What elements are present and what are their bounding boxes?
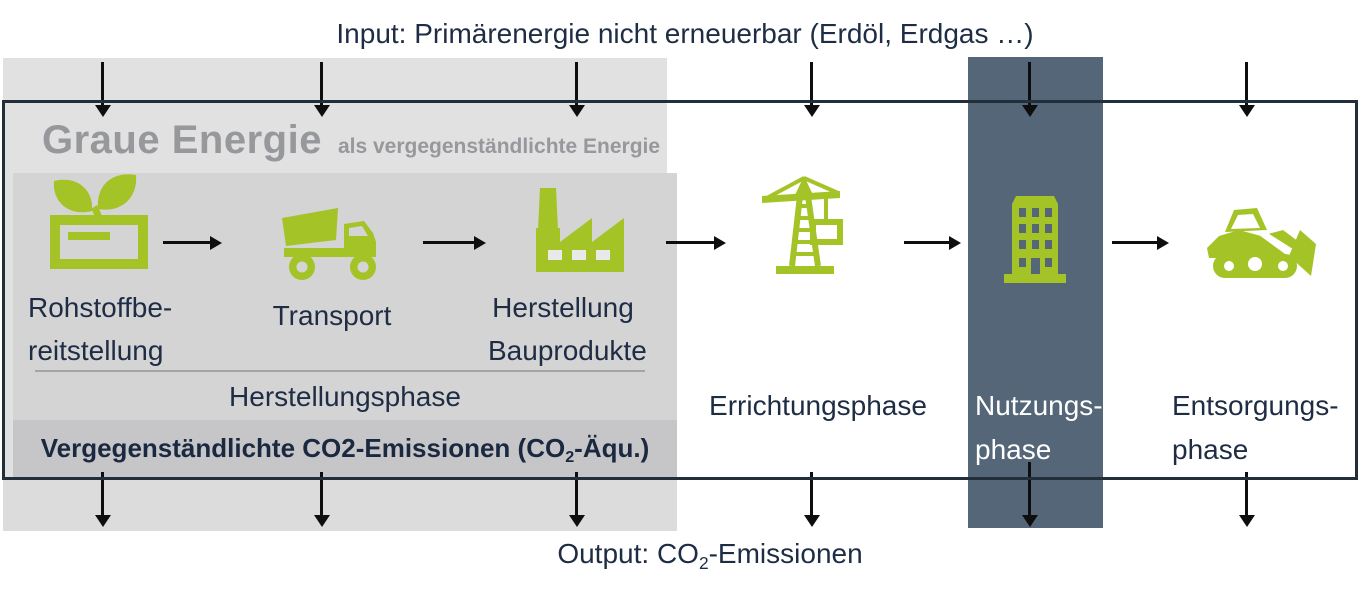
co2-band-label: Vergegenständlichte CO2-Emissionen (CO2-… xyxy=(40,433,650,467)
herstellungsphase-box xyxy=(13,173,677,420)
output-caption: Output: CO2-Emissionen xyxy=(557,538,863,573)
phase-label-herstellung: Herstellungsphase xyxy=(229,381,461,412)
subscript-2: 2 xyxy=(698,552,709,573)
output-arrow xyxy=(101,472,104,516)
co2-emissions-band: Vergegenständlichte CO2-Emissionen (CO2-… xyxy=(13,420,677,477)
flow-arrow xyxy=(904,241,950,244)
seedling-box-icon xyxy=(50,174,148,269)
input-arrow xyxy=(575,62,578,106)
input-arrow xyxy=(810,62,813,106)
tower-crane-icon xyxy=(762,176,843,274)
station-label-herstellung-bauprodukte: Herstellung Bauprodukte xyxy=(488,292,647,366)
grey-energy-title: Graue Energie xyxy=(42,118,322,162)
herstellungsphase-divider xyxy=(35,370,645,372)
nutzungsphase-bar xyxy=(968,57,1103,528)
flow-arrow xyxy=(163,241,211,244)
phase-label-entsorgung: Entsorgungs- phase xyxy=(1172,390,1339,465)
output-arrow xyxy=(575,472,578,516)
station-label-rohstoffbereitstellung: Rohstoffbe- reitstellung xyxy=(28,292,173,366)
output-arrow xyxy=(810,472,813,516)
output-arrow xyxy=(320,472,323,516)
output-arrow xyxy=(1028,462,1031,516)
subscript-2: 2 xyxy=(565,448,575,467)
flow-arrow xyxy=(423,241,475,244)
input-caption: Input: Primärenergie nicht erneuerbar (E… xyxy=(336,18,1034,49)
dump-truck-icon xyxy=(282,208,376,280)
factory-icon xyxy=(536,188,624,272)
bulldozer-icon xyxy=(1207,208,1316,278)
grey-bottom-strip xyxy=(3,477,677,531)
input-arrow xyxy=(1245,62,1248,106)
input-arrow xyxy=(101,62,104,106)
input-arrow xyxy=(320,62,323,106)
phase-label-errichtung: Errichtungsphase xyxy=(709,390,927,421)
station-label-transport: Transport xyxy=(272,300,392,331)
flow-arrow xyxy=(1112,241,1158,244)
building-icon xyxy=(1004,196,1066,283)
phase-label-nutzung: Nutzungs- phase xyxy=(975,390,1103,465)
input-arrow xyxy=(1028,62,1031,106)
output-arrow xyxy=(1245,472,1248,516)
grey-energy-subtitle: als vergegenständlichte Energie xyxy=(337,135,661,158)
grey-energy-heading: Graue Energie als vergegenständlichte En… xyxy=(42,118,660,163)
flow-arrow xyxy=(666,241,715,244)
